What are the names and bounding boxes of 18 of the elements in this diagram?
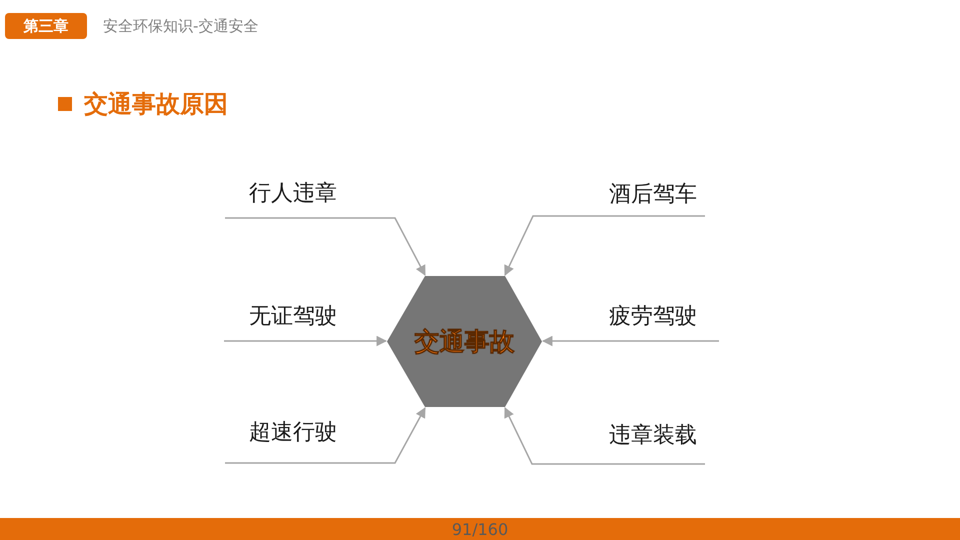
arrow bbox=[504, 407, 705, 465]
arrow bbox=[224, 336, 388, 346]
cause-label: 疲劳驾驶 bbox=[609, 303, 697, 331]
cause-label: 违章装载 bbox=[609, 422, 697, 450]
page-number: 91/160 bbox=[452, 520, 508, 538]
slide-title: 交通事故原因 bbox=[84, 89, 228, 120]
header-text: 安全环保知识-交通安全 bbox=[103, 17, 258, 36]
cause-label: 酒后驾车 bbox=[609, 181, 697, 209]
cause-label: 无证驾驶 bbox=[249, 303, 337, 331]
arrow bbox=[504, 215, 705, 276]
arrow bbox=[225, 217, 426, 276]
chapter-badge: 第三章 bbox=[5, 13, 87, 39]
hexagon bbox=[387, 276, 542, 407]
arrow bbox=[225, 407, 426, 464]
hexagon-label: 交通事故 bbox=[414, 326, 514, 358]
cause-label: 超速行驶 bbox=[249, 419, 337, 447]
arrow bbox=[542, 336, 719, 346]
cause-label: 行人违章 bbox=[249, 180, 337, 208]
